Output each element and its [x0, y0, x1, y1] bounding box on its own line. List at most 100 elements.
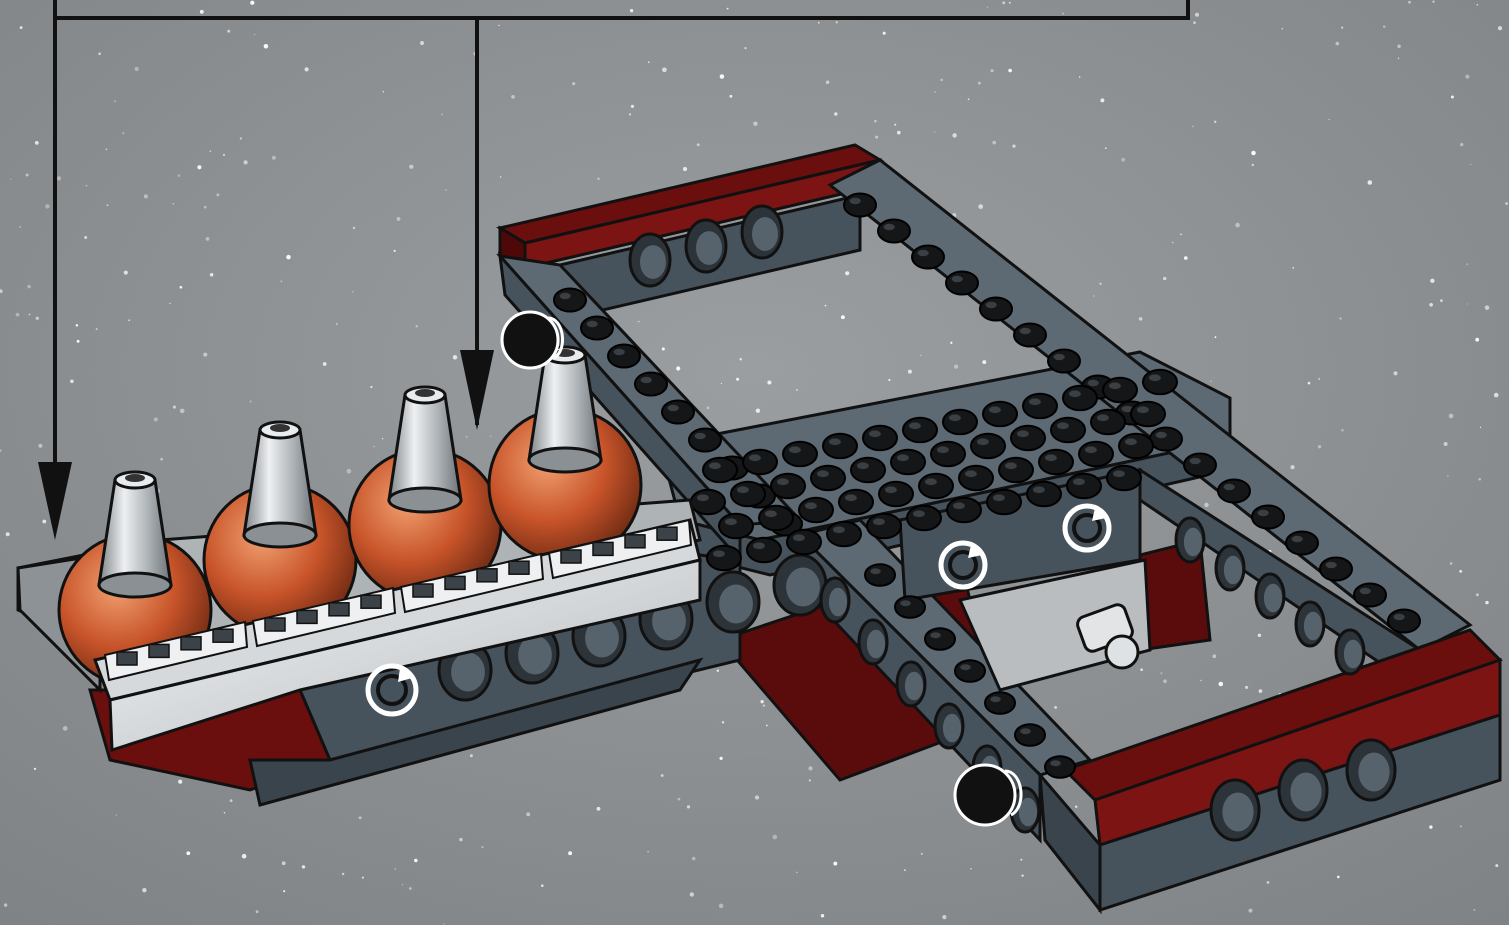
technic-hole-inner — [943, 714, 961, 743]
control-button — [361, 595, 381, 608]
control-button — [265, 618, 285, 631]
stud-highlight — [753, 542, 765, 549]
star — [370, 386, 372, 388]
star — [920, 355, 922, 357]
star — [662, 67, 667, 72]
star — [1258, 634, 1261, 637]
stud — [1131, 402, 1165, 426]
star — [874, 120, 877, 123]
control-button — [477, 569, 497, 582]
stud — [703, 458, 737, 482]
star — [1447, 475, 1448, 476]
stud-highlight — [870, 568, 881, 574]
stud-highlight — [829, 438, 841, 445]
star — [1318, 445, 1321, 448]
technic-hole-inner — [867, 630, 885, 659]
star — [470, 754, 473, 757]
star — [242, 854, 247, 859]
star — [36, 317, 39, 320]
stud-highlight — [1125, 438, 1137, 445]
star — [825, 305, 827, 307]
stud-highlight — [953, 502, 965, 509]
stud-highlight — [1137, 406, 1149, 413]
control-button — [593, 542, 613, 555]
stud — [691, 490, 725, 514]
technic-hole-inner — [752, 217, 778, 251]
star — [154, 417, 158, 421]
nozzle-opening — [125, 474, 145, 482]
star — [1480, 427, 1481, 428]
star — [1444, 442, 1448, 446]
star — [883, 32, 886, 35]
star — [459, 838, 462, 841]
star — [414, 859, 418, 863]
star — [77, 340, 80, 343]
stud-highlight — [1050, 760, 1061, 766]
control-button — [657, 527, 677, 540]
star — [186, 851, 190, 855]
star — [107, 204, 109, 206]
star — [767, 380, 771, 384]
star — [466, 436, 468, 438]
stud-highlight — [884, 224, 895, 230]
star — [256, 910, 259, 913]
stud-highlight — [793, 534, 805, 541]
star — [1259, 689, 1263, 693]
star — [894, 124, 896, 126]
star — [1020, 859, 1022, 861]
star — [1282, 28, 1283, 29]
star — [1099, 283, 1101, 285]
star — [342, 873, 344, 875]
star — [1465, 75, 1469, 79]
stud-highlight — [1085, 446, 1097, 453]
stud-highlight — [833, 526, 845, 533]
star — [223, 154, 225, 156]
stud — [1023, 394, 1057, 418]
star — [63, 726, 68, 731]
star — [347, 469, 352, 474]
star — [1163, 679, 1167, 683]
stud-highlight — [1054, 354, 1065, 360]
stud — [943, 410, 977, 434]
star — [1290, 465, 1294, 469]
star — [597, 807, 601, 811]
star — [760, 700, 763, 703]
star — [821, 914, 824, 917]
stud — [787, 530, 821, 554]
stud — [1388, 609, 1420, 632]
stud — [1079, 442, 1113, 466]
star — [1219, 682, 1224, 687]
star — [383, 91, 384, 92]
stud-highlight — [977, 438, 989, 445]
star — [135, 67, 139, 71]
stud-highlight — [1156, 432, 1167, 438]
star — [921, 853, 923, 855]
star — [200, 10, 204, 14]
star — [1429, 825, 1432, 828]
star — [755, 795, 759, 799]
stud-highlight — [990, 696, 1001, 702]
stud — [895, 596, 925, 618]
star — [197, 165, 201, 169]
stud-highlight — [697, 494, 709, 501]
stud — [823, 434, 857, 458]
star — [1476, 593, 1479, 596]
control-button — [181, 637, 201, 650]
star — [210, 273, 214, 277]
star — [833, 862, 837, 866]
stud — [581, 316, 613, 339]
star — [353, 227, 356, 230]
stud-highlight — [614, 349, 625, 355]
star — [678, 798, 681, 801]
star — [1163, 277, 1166, 280]
star — [250, 401, 252, 403]
star — [717, 670, 719, 672]
star — [729, 95, 732, 98]
star — [721, 383, 722, 384]
star — [1235, 223, 1240, 228]
stud-highlight — [949, 414, 961, 421]
star — [1100, 98, 1104, 102]
star — [10, 179, 11, 180]
star — [630, 9, 633, 12]
